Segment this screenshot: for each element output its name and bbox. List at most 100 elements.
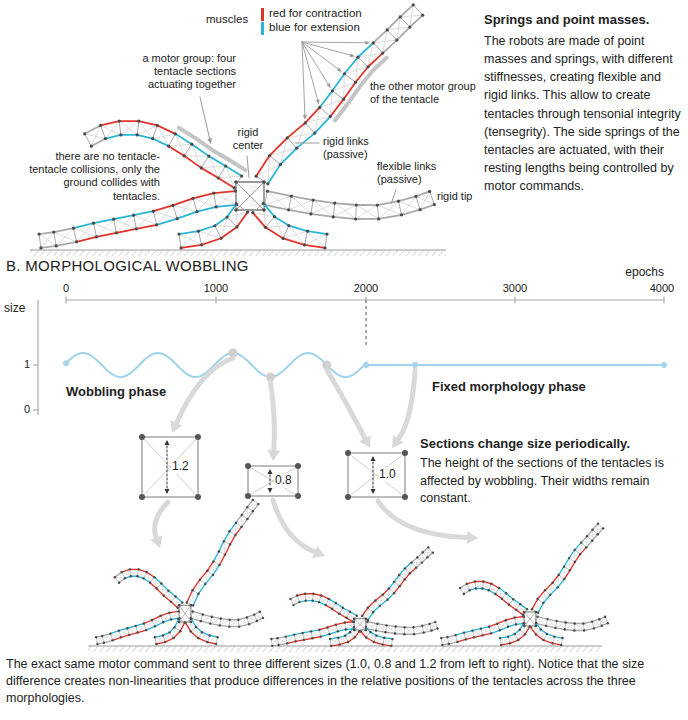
point-mass [115, 231, 118, 234]
point-mass [333, 201, 336, 204]
point-mass [564, 628, 566, 630]
leader-line [302, 42, 305, 115]
rigid-center [354, 618, 366, 619]
point-mass [349, 611, 351, 613]
muscle-spring [475, 581, 484, 582]
muscle-spring [331, 645, 340, 646]
rigid-link [173, 205, 177, 218]
point-mass [167, 589, 169, 591]
rigid-center [236, 209, 264, 210]
muscle-spring [169, 146, 184, 156]
muscle-spring [230, 523, 236, 532]
point-mass [463, 593, 465, 595]
point-mass [361, 615, 363, 617]
muscle-spring [380, 600, 388, 606]
point-mass [330, 645, 332, 647]
robot-variants [95, 499, 609, 647]
rigid-link [114, 219, 117, 233]
flexible-link [354, 627, 355, 637]
muscle-spring [212, 617, 221, 619]
muscle-spring [113, 637, 121, 640]
point-mass [184, 621, 186, 623]
flexible-link [447, 637, 457, 642]
flexible-link [153, 211, 177, 218]
ground-hatch [30, 250, 446, 256]
point-mass [593, 627, 595, 629]
muscle-spring [181, 245, 202, 248]
point-mass [156, 124, 159, 127]
muscle-spring [335, 203, 357, 205]
muscle-spring [386, 632, 395, 633]
height-arrow-head [165, 489, 170, 494]
point-mass [399, 15, 402, 18]
point-mass [266, 190, 269, 193]
muscle-spring [191, 631, 199, 638]
point-mass [218, 564, 220, 566]
muscle-spring [213, 551, 218, 561]
point-mass [296, 594, 298, 596]
muscle-spring [420, 205, 434, 210]
point-mass [335, 602, 337, 604]
flexible-link [190, 619, 192, 631]
muscle-spring [474, 635, 482, 637]
point-mass [246, 616, 248, 618]
point-mass [179, 246, 182, 249]
flexible-link [179, 234, 202, 245]
point-mass [212, 560, 214, 562]
point-mass [251, 211, 254, 214]
point-mass [434, 621, 436, 623]
axis-title: epochs [625, 265, 664, 279]
muscle-spring [150, 583, 156, 589]
point-mass [393, 592, 395, 594]
point-mass [454, 634, 456, 636]
point-mass [345, 617, 347, 619]
rigid-link [265, 217, 274, 228]
flexible-link [345, 623, 355, 629]
muscle-spring [554, 637, 562, 638]
point-mass [512, 598, 514, 600]
point-mass [331, 608, 333, 610]
point-mass [465, 638, 467, 640]
muscle-spring [501, 643, 510, 645]
muscle-spring [161, 583, 168, 590]
muscle-spring [394, 575, 399, 582]
point-mass [201, 631, 203, 633]
muscle-spring [598, 528, 603, 534]
point-mass [582, 622, 584, 624]
point-mass [335, 623, 337, 625]
point-mass [154, 625, 156, 627]
muscle-spring [362, 608, 368, 616]
point-mass [234, 534, 236, 536]
point-mass [287, 208, 290, 211]
point-mass [580, 541, 582, 543]
muscle-spring [297, 594, 305, 596]
point-mass [542, 639, 544, 641]
square-diagonal [348, 453, 405, 497]
muscle-spring [201, 168, 218, 178]
point-mass [499, 637, 501, 639]
muscle-spring [394, 586, 400, 593]
point-mass [377, 217, 380, 220]
point-mass [513, 616, 515, 618]
point-mass [228, 530, 230, 532]
muscle-spring [500, 627, 508, 630]
rigid-link [400, 17, 410, 27]
point-mass [402, 494, 408, 500]
point-mass [154, 636, 156, 638]
muscle-spring [200, 571, 208, 580]
tick-label: 1 [24, 358, 30, 371]
muscle-spring [155, 635, 163, 637]
leader-line [295, 143, 319, 144]
muscle-spring [197, 207, 216, 212]
muscle-spring [289, 226, 308, 232]
point-mass [517, 639, 519, 641]
muscle-spring [557, 621, 566, 622]
note: there are no tentacle-tentacle collision… [24, 150, 160, 203]
point-mass [591, 620, 593, 622]
legend-swatch [261, 8, 264, 21]
point-mass [535, 625, 538, 628]
rigid-link [398, 201, 401, 215]
muscle-spring [575, 623, 584, 624]
muscle-spring [220, 555, 226, 565]
flexible-link [311, 631, 321, 636]
